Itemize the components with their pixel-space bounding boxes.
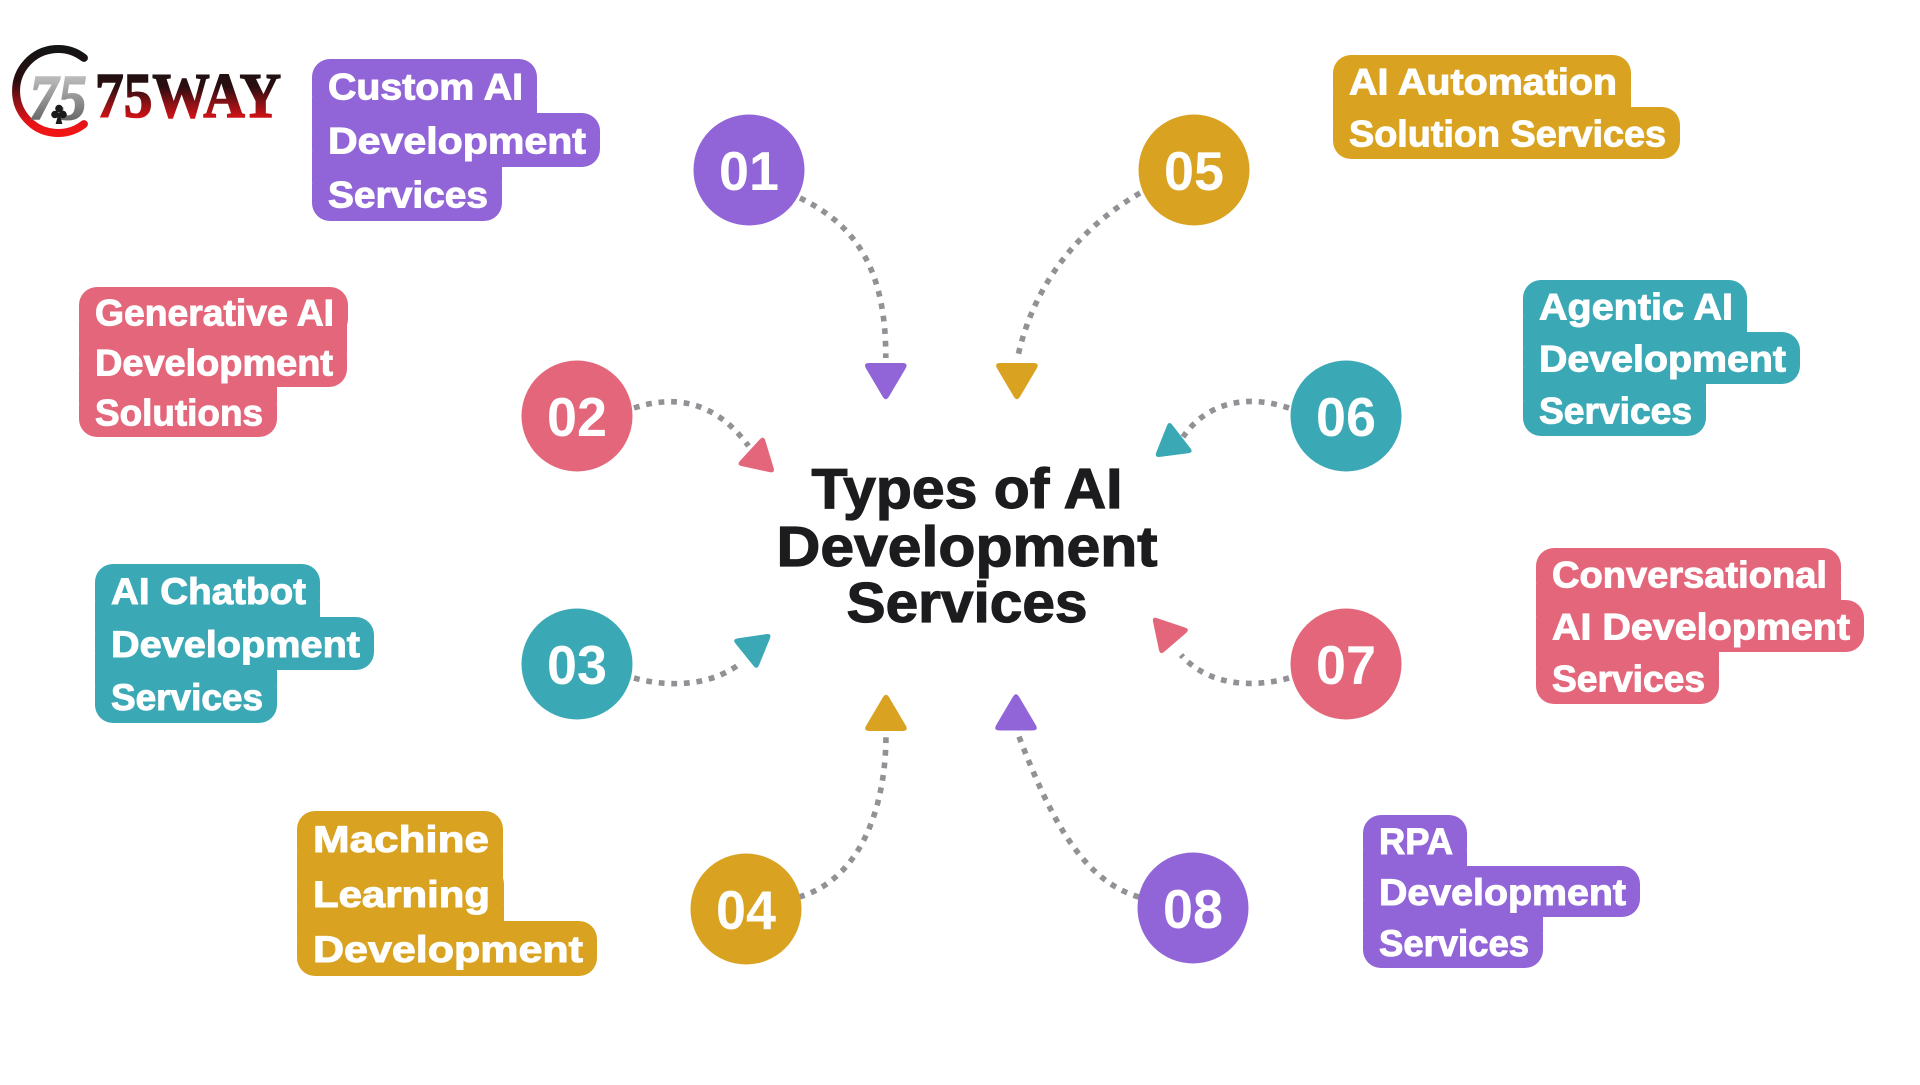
svg-text:Development: Development xyxy=(1539,339,1786,380)
svg-text:AI Automation: AI Automation xyxy=(1349,62,1617,103)
svg-text:Services: Services xyxy=(1539,391,1692,432)
svg-text:Development: Development xyxy=(328,121,586,162)
svg-text:Services: Services xyxy=(1552,659,1705,700)
svg-text:Services: Services xyxy=(1379,923,1529,964)
svg-text:04: 04 xyxy=(716,879,776,941)
svg-text:Solution Services: Solution Services xyxy=(1349,114,1666,155)
svg-text:03: 03 xyxy=(547,634,607,696)
svg-text:06: 06 xyxy=(1316,386,1376,448)
svg-text:Agentic AI: Agentic AI xyxy=(1539,287,1733,328)
svg-text:AI Development: AI Development xyxy=(1552,607,1850,648)
svg-text:Development: Development xyxy=(95,343,333,384)
svg-text:05: 05 xyxy=(1164,140,1224,202)
svg-text:Machine: Machine xyxy=(313,819,489,860)
svg-text:Development: Development xyxy=(777,515,1158,579)
svg-text:01: 01 xyxy=(719,140,779,202)
svg-text:75: 75 xyxy=(30,62,87,133)
svg-text:Custom AI: Custom AI xyxy=(328,67,523,108)
svg-text:Generative AI: Generative AI xyxy=(95,293,334,334)
svg-text:07: 07 xyxy=(1316,634,1376,696)
svg-text:Services: Services xyxy=(847,571,1088,635)
svg-text:AI Chatbot: AI Chatbot xyxy=(111,571,306,612)
svg-text:Development: Development xyxy=(1379,872,1626,913)
svg-text:Conversational: Conversational xyxy=(1552,555,1827,596)
svg-text:Learning: Learning xyxy=(313,874,490,915)
svg-text:RPA: RPA xyxy=(1379,821,1453,862)
svg-text:08: 08 xyxy=(1163,878,1223,940)
svg-text:Development: Development xyxy=(313,929,583,970)
svg-text:02: 02 xyxy=(547,386,607,448)
svg-text:Services: Services xyxy=(111,677,263,718)
svg-text:Types of AI: Types of AI xyxy=(812,457,1123,521)
svg-text:Services: Services xyxy=(328,175,488,216)
svg-text:Development: Development xyxy=(111,624,360,665)
svg-text:75WAY: 75WAY xyxy=(95,60,281,131)
svg-text:Solutions: Solutions xyxy=(95,393,263,434)
